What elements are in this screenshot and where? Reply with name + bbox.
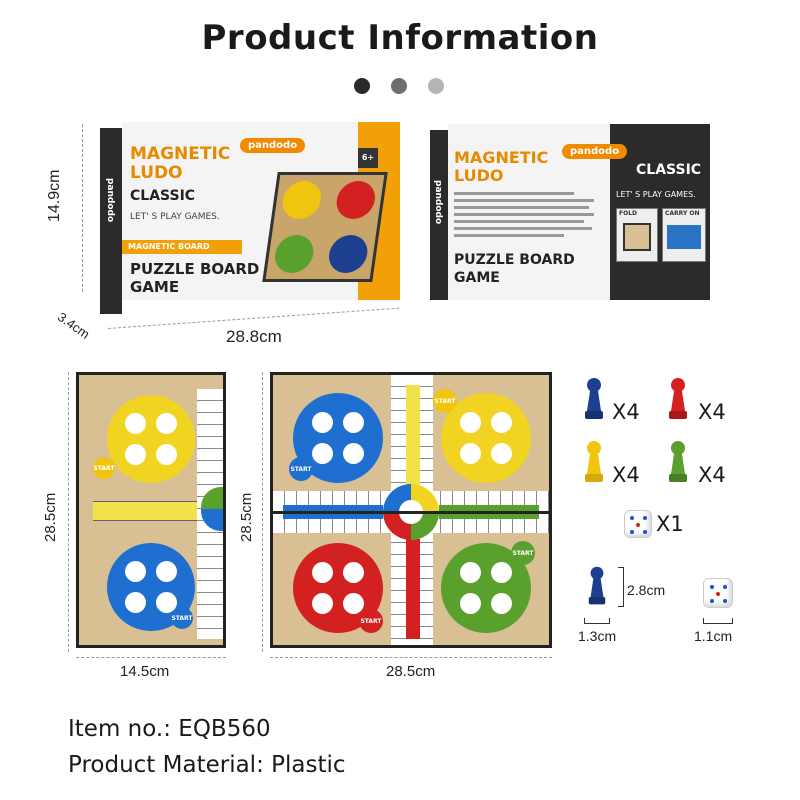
item-number-label: Item no.: <box>68 716 171 742</box>
page-title: Product Information <box>201 18 599 58</box>
blue-pawn-size-icon <box>588 566 606 605</box>
start-label-green-open: START <box>511 541 535 565</box>
spine-brand: pandodo <box>105 178 115 223</box>
carousel-dot-1[interactable] <box>354 78 370 94</box>
pawn-width-label: 1.3cm <box>578 628 617 644</box>
material-label: Product Material: <box>68 752 264 778</box>
box-tagline: LET' S PLAY GAMES. <box>130 212 220 222</box>
start-label-blue-open: START <box>289 457 313 481</box>
die-qty: X1 <box>656 512 684 536</box>
blue-pawn-icon <box>585 378 603 419</box>
brand-logo: pandodo <box>240 138 306 153</box>
yellow-lane <box>93 501 205 521</box>
red-home-lane <box>406 539 420 639</box>
red-pawn-qty: X4 <box>698 400 726 424</box>
folded-board: START START <box>76 372 226 648</box>
brand-logo-back: pandodo <box>562 144 628 159</box>
board-fold-line <box>273 511 549 514</box>
die-width-bracket <box>703 618 733 624</box>
yellow-home-lane <box>406 385 420 485</box>
open-height-line <box>262 372 263 652</box>
folded-height-label: 28.5cm <box>42 492 59 542</box>
box-back-rules-text <box>454 188 604 241</box>
folded-center <box>201 487 223 531</box>
pawn-width-bracket <box>584 618 610 624</box>
carousel-dot-3[interactable] <box>428 78 444 94</box>
blue-pawn-qty: X4 <box>612 400 640 424</box>
box-badge: MAGNETIC BOARD <box>122 240 242 254</box>
fold-photo: FOLD <box>616 208 658 262</box>
carousel-dot-2[interactable] <box>391 78 407 94</box>
start-label-blue: START <box>171 607 193 629</box>
box-front-image: pandodo pandodo MAGNETIC LUDO CLASSIC LE… <box>100 122 400 314</box>
box-height-label: 14.9cm <box>46 169 63 222</box>
red-pawn-icon <box>669 378 687 419</box>
box-back-spine: pandodo <box>430 130 448 300</box>
box-title-line2: LUDO <box>130 163 183 183</box>
box-back-edition: CLASSIC <box>636 162 702 178</box>
box-back-title-line1: MAGNETIC <box>454 148 549 167</box>
box-subtitle-line1: PUZZLE BOARD <box>130 260 260 278</box>
start-label-yellow: START <box>93 457 115 479</box>
spine-brand-back: pandodo <box>433 180 443 225</box>
box-back-subtitle-line1: PUZZLE BOARD <box>454 252 575 268</box>
box-edition: CLASSIC <box>130 188 196 204</box>
yellow-pawn-icon <box>585 441 603 482</box>
open-board: START START START START <box>270 372 552 648</box>
yellow-pawn-qty: X4 <box>612 463 640 487</box>
carousel-dots <box>354 78 444 94</box>
die-size-label: 1.1cm <box>694 628 733 644</box>
box-back-subtitle-line2: GAME <box>454 270 500 286</box>
carry-label: CARRY ON <box>665 210 700 217</box>
box-depth-label: 3.4cm <box>54 309 93 342</box>
box-spine: pandodo <box>100 128 122 314</box>
die-icon <box>624 510 652 538</box>
item-number-value: EQB560 <box>178 716 271 742</box>
start-label-red-open: START <box>359 609 383 633</box>
box-title-line1: MAGNETIC <box>130 144 231 164</box>
green-pawn-icon <box>669 441 687 482</box>
box-subtitle-line2: GAME <box>130 278 180 296</box>
folded-width-line <box>76 657 226 658</box>
pawn-height-bracket <box>618 567 624 607</box>
item-number-row: Item no.: EQB560 <box>68 716 271 742</box>
folded-height-line <box>68 372 69 652</box>
pawn-height-label: 2.8cm <box>627 582 666 598</box>
folded-width-label: 14.5cm <box>120 663 170 680</box>
open-width-line <box>270 657 552 658</box>
carry-photo: CARRY ON <box>662 208 706 262</box>
material-row: Product Material: Plastic <box>68 752 346 778</box>
start-label-yellow-open: START <box>433 389 457 413</box>
red-base-open <box>293 543 383 633</box>
fold-label: FOLD <box>619 210 638 217</box>
box-front-board-photo <box>262 172 388 282</box>
yellow-base <box>107 395 195 483</box>
green-pawn-qty: X4 <box>698 463 726 487</box>
open-width-label: 28.5cm <box>386 663 436 680</box>
material-value: Plastic <box>271 752 346 778</box>
yellow-base-open <box>441 393 531 483</box>
box-height-line <box>82 124 83 292</box>
box-back-tagline: LET' S PLAY GAMES. <box>616 190 696 199</box>
open-height-label: 28.5cm <box>238 492 255 542</box>
age-badge: 6+ <box>358 148 378 168</box>
box-back-image: pandodo pandodo MAGNETIC LUDO PUZZLE BOA… <box>430 124 710 300</box>
box-width-label: 28.8cm <box>226 327 282 346</box>
box-back-title-line2: LUDO <box>454 166 504 185</box>
die-size-icon <box>703 578 733 608</box>
